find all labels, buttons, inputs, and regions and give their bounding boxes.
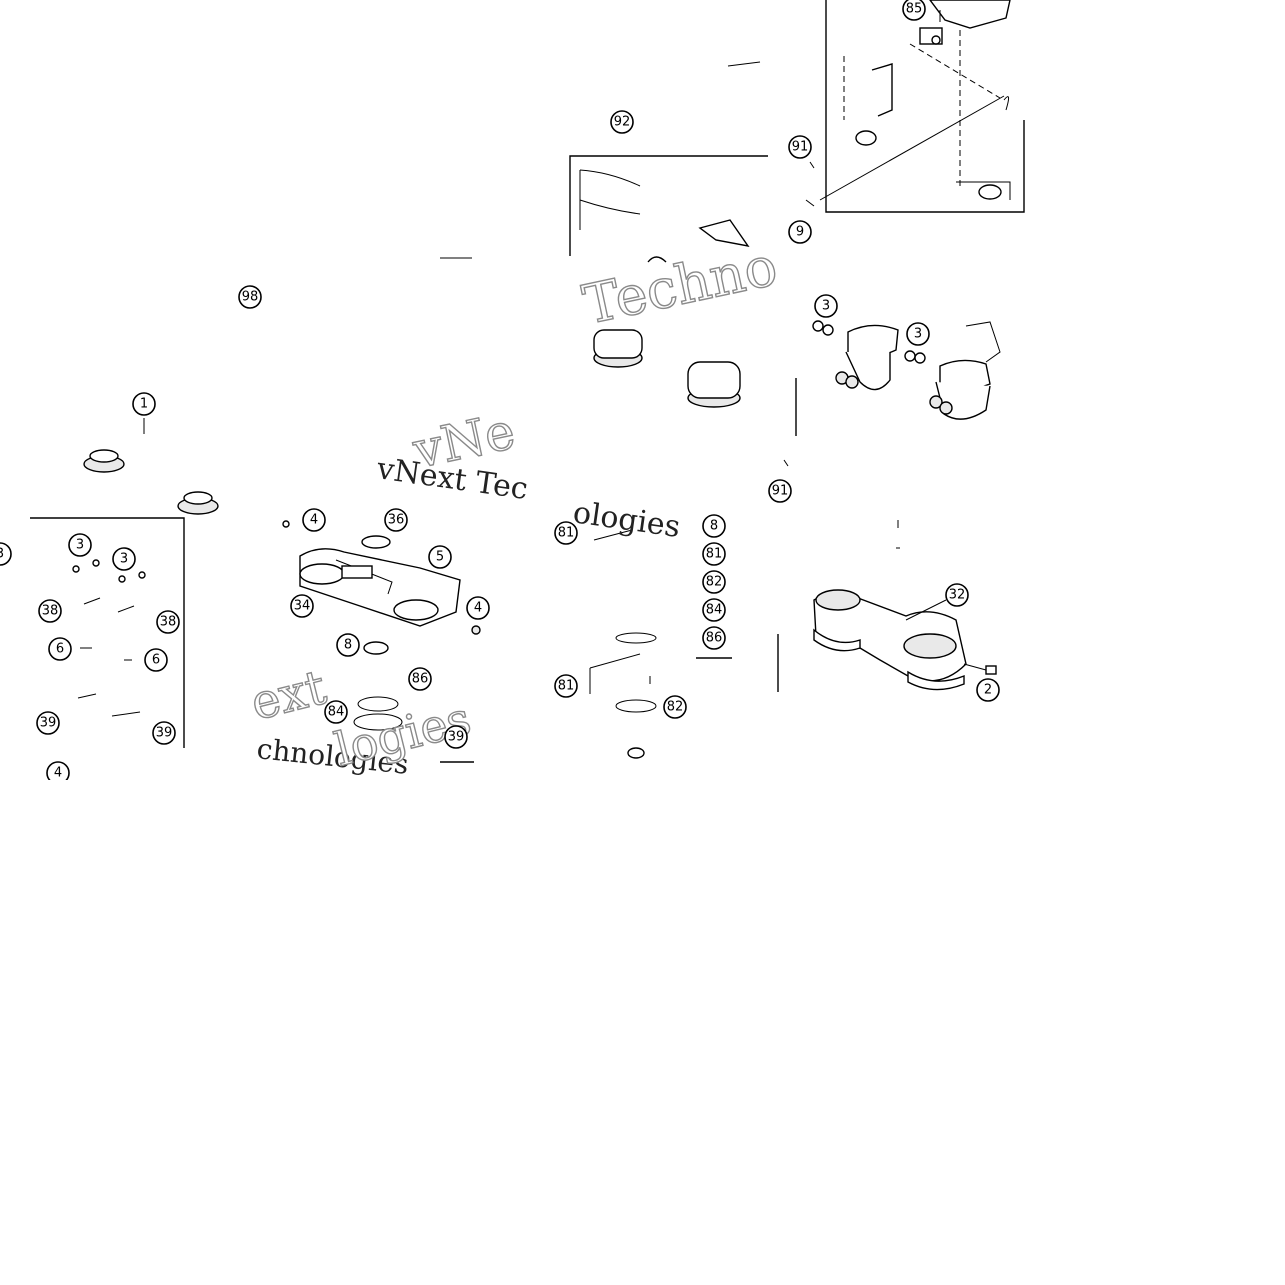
callout-98: 98 xyxy=(238,285,262,309)
svg-text:32: 32 xyxy=(949,588,966,603)
callout-39-b: 39 xyxy=(152,721,176,745)
callout-82-a: 82 xyxy=(663,695,687,719)
faint-fragments xyxy=(440,61,815,467)
callout-39-a: 39 xyxy=(36,711,60,735)
svg-text:39: 39 xyxy=(448,730,465,745)
svg-text:81: 81 xyxy=(558,526,575,541)
svg-text:84: 84 xyxy=(328,705,345,720)
callout-81-b: 81 xyxy=(554,674,578,698)
callout-38-b: 38 xyxy=(156,610,180,634)
watermark-text-3: Techno xyxy=(578,234,783,336)
callout-4-c: 4 xyxy=(46,761,70,785)
svg-text:82: 82 xyxy=(667,700,684,715)
svg-text:2: 2 xyxy=(984,683,992,698)
svg-text:3: 3 xyxy=(0,547,4,562)
svg-text:85: 85 xyxy=(906,2,923,17)
callout-1: 1 xyxy=(132,392,156,416)
svg-text:4: 4 xyxy=(474,601,482,616)
svg-text:6: 6 xyxy=(152,653,160,668)
left-box-parts xyxy=(72,559,146,717)
svg-text:3: 3 xyxy=(822,299,830,314)
fork-bracket-upper xyxy=(819,0,1011,201)
svg-text:81: 81 xyxy=(558,679,575,694)
lower-triple-clamp xyxy=(813,520,997,691)
callout-92: 92 xyxy=(610,110,634,134)
svg-text:98: 98 xyxy=(242,290,259,305)
callout-81-a: 81 xyxy=(554,521,578,545)
callout-2: 2 xyxy=(976,678,1000,702)
callout-32: 32 xyxy=(945,583,969,607)
callout-86-legend: 86 xyxy=(702,626,726,650)
svg-text:39: 39 xyxy=(40,716,57,731)
callout-3-a: 3 xyxy=(68,533,92,557)
svg-text:6: 6 xyxy=(56,642,64,657)
svg-text:81: 81 xyxy=(706,547,723,562)
callout-81-legend: 81 xyxy=(702,542,726,566)
svg-text:8: 8 xyxy=(710,519,718,534)
callout-91-a: 91 xyxy=(788,135,812,159)
callout-8-a: 8 xyxy=(336,633,360,657)
callout-36: 36 xyxy=(384,508,408,532)
callout-3-e: 3 xyxy=(0,542,12,566)
watermark-text-2: ologies xyxy=(571,495,682,545)
fork-clamps xyxy=(812,320,1001,420)
assembly-frames xyxy=(30,0,1025,763)
callout-4-b: 4 xyxy=(466,596,490,620)
fork-tube-tops xyxy=(579,169,750,408)
svg-text:38: 38 xyxy=(42,604,59,619)
callout-5: 5 xyxy=(428,545,452,569)
svg-text:82: 82 xyxy=(706,575,723,590)
callout-3-c: 3 xyxy=(814,294,838,318)
svg-text:86: 86 xyxy=(706,631,723,646)
svg-text:3: 3 xyxy=(76,538,84,553)
svg-text:36: 36 xyxy=(388,513,405,528)
svg-text:86: 86 xyxy=(412,672,429,687)
callout-86-a: 86 xyxy=(408,667,432,691)
callout-6-a: 6 xyxy=(48,637,72,661)
callout-34: 34 xyxy=(290,594,314,618)
svg-text:3: 3 xyxy=(120,552,128,567)
svg-text:8: 8 xyxy=(344,638,352,653)
callout-84-a: 84 xyxy=(324,700,348,724)
callout-84-legend: 84 xyxy=(702,598,726,622)
svg-text:91: 91 xyxy=(792,140,809,155)
watermark-text-6: ext xyxy=(245,659,331,731)
steering-stem-bracket xyxy=(282,520,481,731)
svg-text:92: 92 xyxy=(614,115,631,130)
callout-3-b: 3 xyxy=(112,547,136,571)
top-nuts xyxy=(83,418,219,515)
svg-text:38: 38 xyxy=(160,615,177,630)
callout-9: 9 xyxy=(788,220,812,244)
svg-text:1: 1 xyxy=(140,397,148,412)
svg-text:3: 3 xyxy=(914,327,922,342)
callout-39-c: 39 xyxy=(444,725,468,749)
callout-91-b: 91 xyxy=(768,479,792,503)
callout-8-legend: 8 xyxy=(702,514,726,538)
callout-38-a: 38 xyxy=(38,599,62,623)
svg-text:4: 4 xyxy=(54,766,62,781)
bearing-stack xyxy=(589,529,657,759)
watermarks: vNext Tec ologies Techno vNe chnologies … xyxy=(245,234,784,781)
svg-text:34: 34 xyxy=(294,599,311,614)
callout-85: 85 xyxy=(902,0,926,21)
svg-text:91: 91 xyxy=(772,484,789,499)
callout-4-a: 4 xyxy=(302,508,326,532)
callout-82-legend: 82 xyxy=(702,570,726,594)
svg-text:84: 84 xyxy=(706,603,723,618)
svg-text:9: 9 xyxy=(796,225,804,240)
svg-text:5: 5 xyxy=(436,550,444,565)
svg-text:4: 4 xyxy=(310,513,318,528)
svg-text:39: 39 xyxy=(156,726,173,741)
callouts: 1 2 3 3 3 3 3 4 4 4 5 6 6 8 8 9 32 34 36… xyxy=(0,0,1000,785)
callout-3-d: 3 xyxy=(906,322,930,346)
callout-6-b: 6 xyxy=(144,648,168,672)
